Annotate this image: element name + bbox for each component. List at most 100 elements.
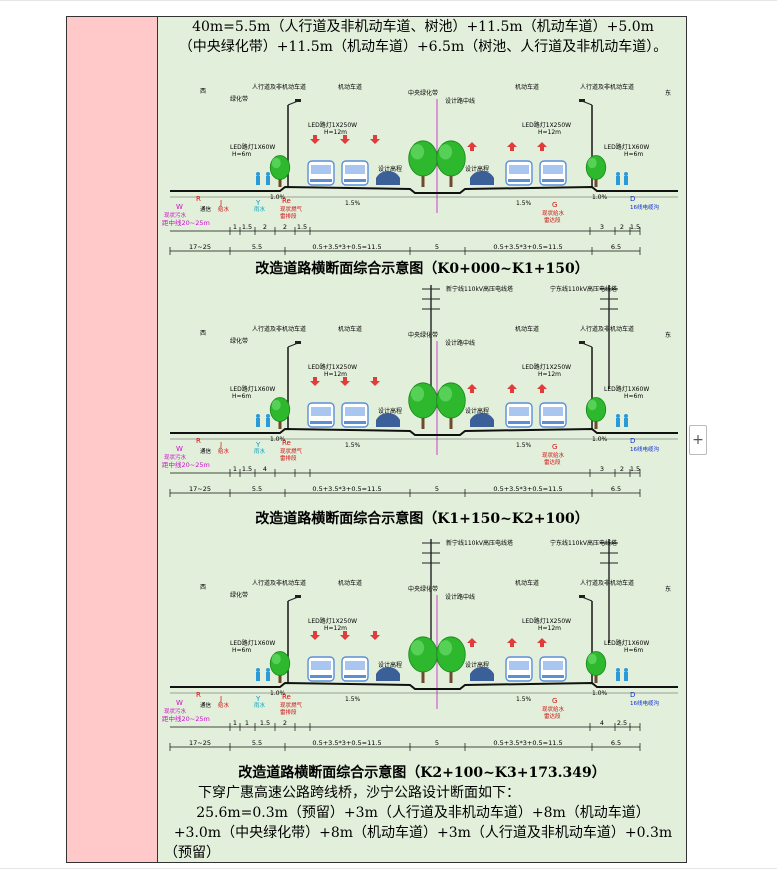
traffic-arrow-up-icon: [537, 384, 547, 393]
bus-bumper: [310, 675, 332, 678]
label-note-distance: 距中线20~25m: [162, 714, 210, 723]
label-pipe-rain: R: [196, 691, 201, 699]
label-lane-right: 机动车道: [515, 325, 539, 333]
label-centerline: 设计路中线: [445, 339, 475, 347]
tree-icon: [408, 382, 438, 419]
dimension-label-top: 4: [600, 719, 604, 727]
bus-bumper: [542, 421, 564, 424]
label-lane-left: 机动车道: [338, 83, 362, 91]
dimension-label-mid: 0.5+3.5*3+0.5=11.5: [312, 739, 381, 747]
dimension-label-top: 2: [283, 223, 287, 231]
label-lamp-mid-right: LED路灯1X250W: [522, 363, 571, 371]
paragraph-line: 40m=5.5m（人行道及非机动车道、树池）+11.5m（机动车道）+5.0m: [192, 19, 654, 35]
label-lamp-left-height: H=6m: [232, 151, 251, 158]
label-note-rain: 雨水: [254, 205, 266, 213]
traffic-arrow-down-icon: [340, 135, 350, 144]
label-lamp-right-height: H=6m: [624, 647, 643, 654]
pedestrian-icon: [624, 418, 628, 427]
label-lamp-mid-right-height: H=12m: [538, 625, 561, 632]
label-lamp-left-height: H=6m: [232, 393, 251, 400]
bus-bumper: [344, 421, 366, 424]
label-pipe-g: G: [552, 443, 557, 451]
label-pipe-g: G: [552, 201, 557, 209]
pedestrian-icon: [616, 176, 620, 185]
tree-trunk: [421, 667, 425, 683]
label-pipe-re: Re: [282, 439, 291, 447]
tree-icon: [408, 140, 438, 177]
lamp-head-icon: [295, 99, 301, 102]
tree-trunk: [449, 413, 453, 429]
label-note-supply: 现状给水: [542, 451, 565, 459]
pedestrian-head: [256, 668, 260, 672]
traffic-arrow-up-icon: [467, 384, 477, 393]
road-surface-line: [170, 681, 678, 690]
label-pipe-y: Y: [255, 441, 261, 449]
dimension-label-top: 2: [283, 719, 287, 727]
label-lamp-left: LED路灯1X60W: [230, 639, 275, 647]
traffic-arrow-down-icon: [340, 631, 350, 640]
tree-highlight: [587, 157, 597, 169]
label-note-heat: 雷排段: [280, 212, 297, 220]
dimension-label-mid: 0.5+3.5*3+0.5=11.5: [312, 243, 381, 251]
lamp-head-icon: [579, 595, 585, 598]
label-note-water: 给水: [218, 447, 230, 455]
label-sidewalk-left: 人行道及非机动车道: [252, 325, 306, 333]
label-power-tower-left: 新宁线110kV高压电线塔: [446, 539, 513, 547]
table-right-cell: 40m=5.5m（人行道及非机动车道、树池）+11.5m（机动车道）+5.0m …: [158, 17, 686, 862]
label-note-sewer: 现状污水: [164, 211, 187, 219]
label-lamp-mid-right: LED路灯1X250W: [522, 617, 571, 625]
dimension-label-mid: 6.5: [611, 485, 621, 493]
dimension-label-top: 4: [263, 465, 267, 473]
dimension-label-mid: 0.5+3.5*3+0.5=11.5: [493, 739, 562, 747]
pedestrian-head: [624, 172, 628, 176]
label-design-elevation-right: 设计高程: [465, 661, 489, 669]
label-note-duct: 雷达段: [544, 458, 561, 466]
bus-bumper: [542, 179, 564, 182]
label-note-cable: 16线电缆沟: [630, 203, 659, 211]
dimension-label-mid: 6.5: [611, 243, 621, 251]
label-note-rain: 雨水: [254, 447, 266, 455]
label-pipe-y: Y: [255, 695, 261, 703]
label-median: 中央绿化带: [408, 585, 438, 593]
bus-window: [345, 165, 365, 174]
traffic-arrow-down-icon: [340, 377, 350, 386]
dimension-label-mid: 17~25: [189, 739, 211, 747]
label-note-distance: 距中线20~25m: [162, 218, 210, 227]
tree-icon: [436, 140, 466, 177]
traffic-arrow-up-icon: [467, 638, 477, 647]
label-note-sewer: 现状污水: [164, 707, 187, 715]
pedestrian-icon: [266, 176, 270, 185]
label-slope-right-lane: 1.5%: [516, 442, 532, 449]
label-sidewalk-right: 人行道及非机动车道: [580, 579, 634, 587]
diagram-group: 西东绿化带人行道及非机动车道机动车道中央绿化带设计路中线机动车道人行道及非机动车…: [162, 83, 678, 255]
tree-highlight: [410, 386, 425, 402]
cross-section-diagram-1: 西东绿化带人行道及非机动车道机动车道中央绿化带设计路中线机动车道人行道及非机动车…: [160, 59, 686, 259]
label-pipe-water: J: [219, 695, 222, 703]
label-lamp-left: LED路灯1X60W: [230, 385, 275, 393]
label-pipe-re: Re: [282, 693, 291, 701]
dimension-label-top: 1: [233, 719, 237, 727]
diagram-group: 西东绿化带人行道及非机动车道机动车道中央绿化带设计路中线机动车道人行道及非机动车…: [162, 285, 678, 497]
dimension-label-mid: 5: [435, 485, 439, 493]
label-note-heat: 雷排段: [280, 454, 297, 462]
tree-icon: [585, 397, 607, 422]
label-lamp-left: LED路灯1X60W: [230, 143, 275, 151]
tree-highlight: [587, 399, 597, 411]
pedestrian-icon: [256, 176, 260, 185]
bus-bumper: [310, 421, 332, 424]
paragraph-line: （预留）: [164, 845, 220, 861]
paragraph-line: +3.0m（中央绿化带）+8m（机动车道）+3m（人行道及非机动车道）+0.3m: [173, 825, 673, 841]
dimension-label-mid: 5: [435, 243, 439, 251]
traffic-arrow-down-icon: [370, 631, 380, 640]
dimension-label-top: 1.5: [630, 223, 640, 231]
label-slope-left-lane: 1.5%: [345, 442, 361, 449]
bus-window: [345, 407, 365, 416]
expand-plus-button[interactable]: +: [689, 425, 707, 455]
label-design-elevation-right: 设计高程: [465, 165, 489, 173]
traffic-arrow-up-icon: [507, 384, 517, 393]
label-east: 东: [665, 585, 671, 593]
label-pipe-d: D: [630, 691, 635, 699]
tree-highlight: [438, 386, 453, 402]
label-centerline: 设计路中线: [445, 593, 475, 601]
dimension-label-mid: 5.5: [252, 485, 262, 493]
